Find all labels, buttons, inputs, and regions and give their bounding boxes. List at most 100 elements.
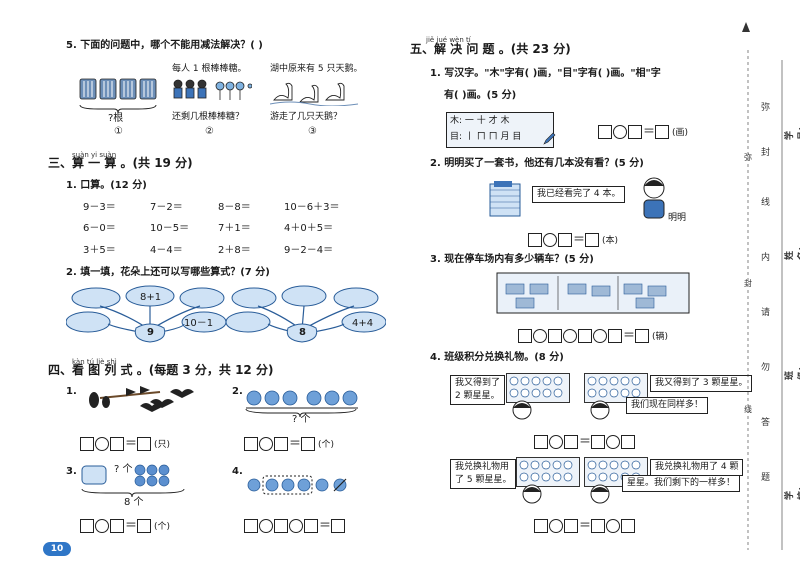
binding-small-3: 线 <box>744 405 752 414</box>
answer-box[interactable] <box>534 518 548 533</box>
operator-circle[interactable] <box>543 232 557 247</box>
operator-circle[interactable] <box>259 518 273 533</box>
answer-box[interactable] <box>80 436 94 451</box>
answer-box[interactable] <box>548 328 562 343</box>
flower-vase-2 <box>226 285 386 343</box>
calc-item: 10－5＝ <box>150 223 190 234</box>
operator-circle[interactable] <box>289 518 303 533</box>
operator-circle[interactable] <box>563 328 577 343</box>
answer-box[interactable] <box>110 436 124 451</box>
answer-box[interactable] <box>274 518 288 533</box>
answer-box[interactable] <box>564 434 578 449</box>
answer-box[interactable] <box>244 436 258 451</box>
operator-circle[interactable] <box>606 518 621 533</box>
answer-box[interactable] <box>564 518 578 533</box>
boy-avatar-small <box>590 400 610 420</box>
answer-box[interactable] <box>80 518 94 533</box>
answer-box[interactable] <box>274 436 288 451</box>
operator-circle[interactable] <box>593 328 607 343</box>
binding-vertical-8: 题 <box>761 473 771 483</box>
answer-box[interactable] <box>304 518 318 533</box>
flower1-center: 9 <box>147 327 154 338</box>
operator-circle[interactable] <box>533 328 547 343</box>
calc-item: 6－0＝ <box>83 223 116 234</box>
star-grid-3 <box>519 460 573 482</box>
q4-3-equation: ＝(个) <box>80 516 171 533</box>
q4-1-num: 1. <box>66 386 77 397</box>
q4-3-question: ? 个 <box>114 464 133 475</box>
binding-vertical-1: 弥 <box>761 103 771 113</box>
r-q4-equation-1: ＝ <box>534 432 636 449</box>
girl-avatar <box>512 400 532 420</box>
answer-box[interactable] <box>621 518 636 533</box>
operator-circle[interactable] <box>259 436 273 451</box>
sec5-title: 五、解 决 问 题 。(共 23 分) <box>410 42 571 56</box>
answer-box[interactable] <box>137 518 152 533</box>
unit-label: (个) <box>154 522 171 532</box>
operator-circle[interactable] <box>549 518 563 533</box>
operator-circle[interactable] <box>95 436 109 451</box>
calc-item: 7－2＝ <box>150 202 183 213</box>
r-q3-title: 3. 现在停车场内有多少辆车？(5 分) <box>430 254 594 265</box>
parking-lot-illustration <box>496 272 690 314</box>
page-number: 10 <box>43 542 71 556</box>
answer-box[interactable] <box>137 436 152 451</box>
answer-box[interactable] <box>301 436 316 451</box>
answer-box[interactable] <box>655 124 670 139</box>
operator-circle[interactable] <box>613 124 627 139</box>
speech-bubble-5: 我兑换礼物用了 4 颗 <box>650 459 744 476</box>
sec5-pinyin: jiě jué wèn tí <box>426 36 471 44</box>
answer-box[interactable] <box>528 232 542 247</box>
unit-label: (画) <box>672 128 689 138</box>
binding-vertical-7: 答 <box>761 418 771 428</box>
answer-box[interactable] <box>558 232 572 247</box>
speech-bubble-mingming: 我已经看完了 4 本。 <box>532 186 626 203</box>
star-grid-1 <box>509 376 563 398</box>
binding-small-2: 封 <box>744 279 752 288</box>
class-label: 班级： <box>785 362 800 380</box>
answer-box[interactable] <box>585 232 600 247</box>
girl-avatar <box>522 484 542 504</box>
binding-vertical-6: 勿 <box>761 363 771 373</box>
opt3-bottom: 游走了几只天鹅？ <box>270 112 343 122</box>
operator-circle[interactable] <box>606 434 621 449</box>
answer-box[interactable] <box>518 328 532 343</box>
answer-box[interactable] <box>635 328 650 343</box>
calc-item: 8－8＝ <box>218 202 251 213</box>
rocket-icon <box>742 22 750 32</box>
binding-strip <box>742 22 783 550</box>
calc-item: 7＋1＝ <box>218 223 251 234</box>
answer-box[interactable] <box>628 124 642 139</box>
boy-name-label: 明明 <box>668 213 687 223</box>
q4-4-num: 4. <box>232 466 243 477</box>
answer-box[interactable] <box>598 124 612 139</box>
binding-vertical-5: 请 <box>761 308 771 318</box>
peaches-illustration <box>246 390 358 409</box>
answer-box[interactable] <box>110 518 124 533</box>
birds-illustration <box>89 386 194 412</box>
brace-icon <box>245 408 357 418</box>
opt2-number: ② <box>205 126 214 137</box>
answer-box[interactable] <box>244 518 258 533</box>
answer-box[interactable] <box>591 434 606 449</box>
answer-box[interactable] <box>621 434 636 449</box>
school-label: 学校： <box>785 482 800 500</box>
speech-bubble-2: 我又得到了 3 颗星星。 <box>650 375 753 392</box>
q1-title: 1. 口算。(12 分) <box>66 180 147 191</box>
calc-item: 3＋5＝ <box>83 245 116 256</box>
opt1-number: ① <box>114 126 123 137</box>
opt2-top: 每人 1 根棒棒糖。 <box>172 64 247 74</box>
answer-box[interactable] <box>534 434 548 449</box>
answer-box[interactable] <box>331 518 346 533</box>
operator-circle[interactable] <box>549 434 563 449</box>
stroke-order-eye: 目: 丨 ㄇ ㄇ 月 目 <box>450 132 522 142</box>
opt3-top: 湖中原来有 5 只天鹅。 <box>270 64 363 74</box>
answer-box[interactable] <box>578 328 592 343</box>
binding-vertical-2: 封 <box>761 148 771 158</box>
operator-circle[interactable] <box>95 518 109 533</box>
answer-box[interactable] <box>608 328 622 343</box>
brace-icon <box>79 104 157 114</box>
answer-box[interactable] <box>591 518 606 533</box>
q5-title: 5. 下面的问题中，哪个不能用减法解决？( ) <box>66 40 263 51</box>
calc-item: 4－4＝ <box>150 245 183 256</box>
